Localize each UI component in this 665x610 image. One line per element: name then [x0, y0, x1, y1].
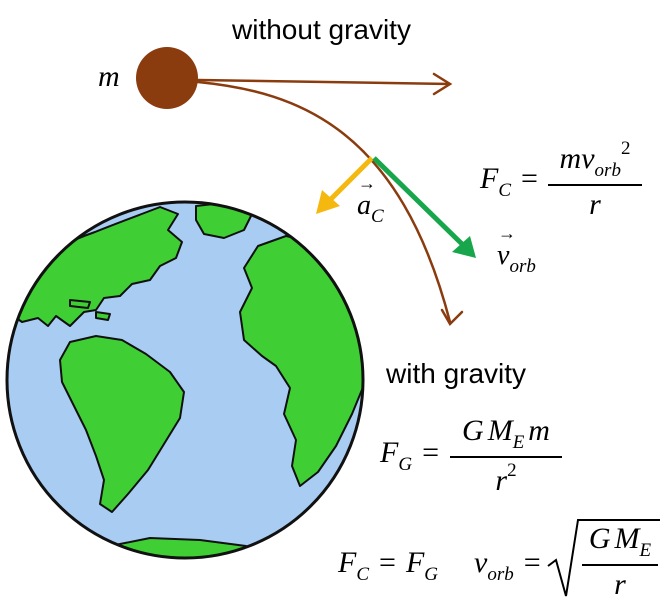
caribbean-islands: [69, 299, 111, 321]
velocity-symbol: v: [497, 223, 517, 272]
curved-path-arrow: [196, 80, 464, 327]
centripetal-force-lhs: FC =: [480, 162, 538, 201]
orbital-velocity-fraction: G ME r: [582, 522, 658, 602]
velocity-vector-label: vorb: [497, 223, 536, 278]
force-equality-equation: FC = FG: [338, 546, 438, 585]
with-gravity-label: with gravity: [386, 358, 527, 389]
centripetal-force-fraction: mvorb2 r: [548, 138, 642, 222]
mass-label: m: [98, 60, 120, 93]
velocity-subscript: orb: [509, 256, 536, 277]
acceleration-arrow: [316, 156, 374, 214]
orbital-velocity-lhs: vorb =: [474, 546, 541, 585]
earth: [5, 200, 365, 560]
acceleration-subscript: C: [371, 206, 384, 227]
gravity-fraction-bar: [450, 456, 562, 458]
south-america-landmass: [59, 335, 185, 513]
acceleration-vector-label: aC: [357, 173, 384, 228]
sqrt-sign: [547, 519, 660, 597]
gravity-force-fraction: G ME m r2: [450, 414, 562, 498]
acceleration-symbol: a: [357, 173, 376, 222]
without-gravity-label: without gravity: [232, 14, 411, 45]
straight-path-arrow: [196, 72, 453, 96]
earth-outline: [5, 200, 365, 560]
orbital-fraction-bar: [582, 564, 658, 566]
mass-ball: [136, 47, 198, 109]
velocity-arrow: [372, 156, 476, 258]
centripetal-fraction-bar: [548, 184, 642, 186]
gravity-force-lhs: FG =: [380, 436, 439, 475]
